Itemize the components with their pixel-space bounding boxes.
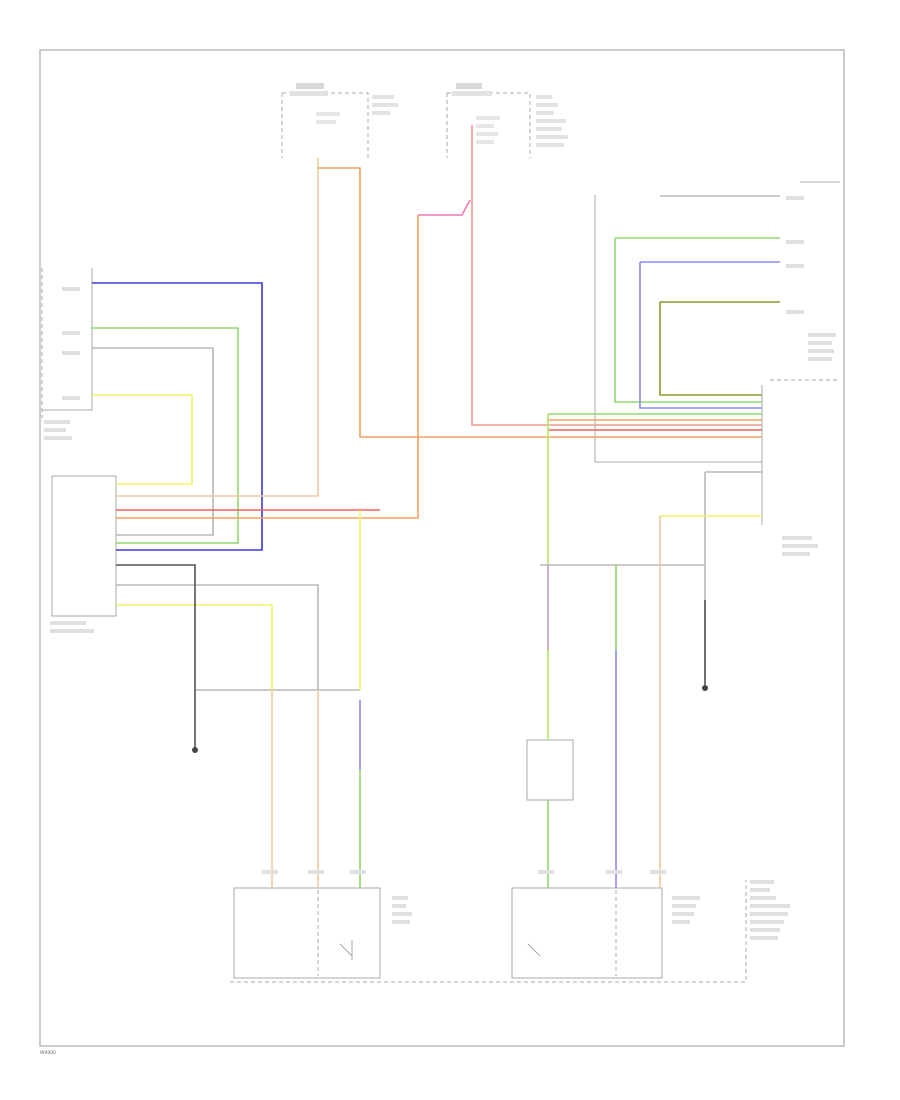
- wire-green-right: [614, 237, 780, 403]
- wire-orange-fuse: [318, 167, 762, 438]
- wire-orange-left-feed: [116, 215, 419, 519]
- wire-blue-left: [92, 282, 263, 551]
- wire-black-ground-left: [116, 564, 196, 748]
- switch-enclosure: [230, 880, 747, 983]
- wire-yellow-left: [92, 394, 193, 485]
- switch-connectors: [262, 870, 666, 874]
- heater-element-box: [526, 739, 574, 801]
- passenger-seat-switch: [511, 887, 700, 979]
- ground-right: [702, 685, 708, 691]
- wire-pink-feed: [418, 199, 471, 216]
- driver-seat-module: [50, 475, 117, 633]
- wire-green-left: [92, 327, 239, 544]
- wire-peach-vertical: [116, 158, 319, 497]
- fuse-block-right: [446, 83, 568, 158]
- diagram-border: [39, 49, 845, 1047]
- wire-gray-driver: [116, 584, 319, 690]
- ground-left: [192, 747, 198, 753]
- fuse-block-left: [281, 83, 398, 158]
- footer-code: W0000: [40, 1050, 56, 1056]
- left-control-module: [41, 268, 93, 440]
- driver-seat-switch: [233, 887, 412, 979]
- right-control-module: [594, 181, 840, 463]
- wire-yellow-driver: [116, 604, 273, 690]
- wire-blue-right: [639, 261, 780, 409]
- wire-olive-right: [659, 301, 780, 396]
- wire-gray-left: [92, 347, 214, 536]
- wire-salmon-fuse: [471, 125, 762, 426]
